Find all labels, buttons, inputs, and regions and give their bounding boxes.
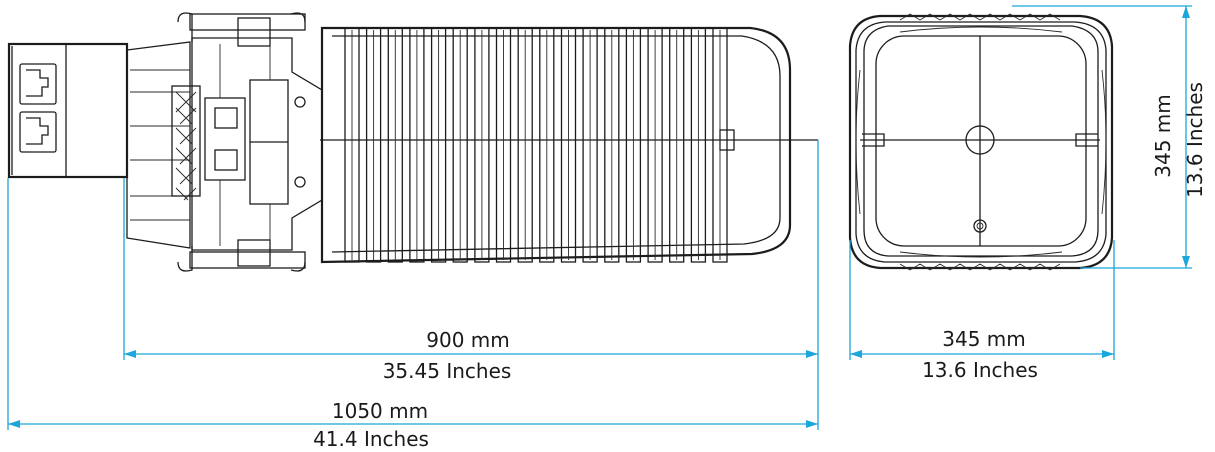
end-view-enclosure xyxy=(848,13,1114,271)
dome-ribs xyxy=(344,27,728,263)
end-cap-block xyxy=(7,42,129,179)
dome-rib xyxy=(669,27,685,263)
clamp-bottom xyxy=(177,239,306,272)
port-symbol xyxy=(19,111,57,153)
dome-rib xyxy=(582,27,598,263)
dome-rib xyxy=(387,27,403,263)
dimension-inner-length xyxy=(123,140,819,360)
inner-length-inches: 35.45 Inches xyxy=(383,359,512,383)
dome-rib xyxy=(344,27,360,263)
dome-rib xyxy=(452,27,468,263)
dome-rib xyxy=(365,27,382,263)
side-view-enclosure xyxy=(7,12,818,272)
end-width-inches: 13.6 Inches xyxy=(922,358,1038,382)
dimension-end-width xyxy=(849,240,1115,360)
port-symbol xyxy=(19,63,57,105)
dome-rib xyxy=(430,27,447,263)
end-width-mm: 345 mm xyxy=(942,327,1026,351)
dome-rib xyxy=(625,27,642,263)
dome-rib xyxy=(539,27,555,263)
dome-rib xyxy=(647,27,663,263)
total-length-mm: 1050 mm xyxy=(332,399,428,423)
end-height-mm: 345 mm xyxy=(1151,94,1175,178)
dome-rib xyxy=(690,27,707,263)
dome-rib xyxy=(495,27,512,263)
base-collar xyxy=(126,41,191,249)
dome-body xyxy=(320,26,818,264)
dome-rib xyxy=(409,27,425,263)
mechanism-block xyxy=(171,37,323,251)
dome-rib xyxy=(474,27,490,263)
clamp-top xyxy=(177,12,306,47)
total-length-inches: 41.4 Inches xyxy=(313,427,429,451)
dome-rib xyxy=(712,27,728,263)
dome-rib xyxy=(560,27,577,263)
inner-length-mm: 900 mm xyxy=(426,328,510,352)
dimension-end-height xyxy=(1012,5,1192,269)
end-height-inches: 13.6 Inches xyxy=(1183,82,1207,198)
dome-rib xyxy=(517,27,533,263)
dimension-total-length xyxy=(7,178,819,430)
dome-rib xyxy=(604,27,620,263)
